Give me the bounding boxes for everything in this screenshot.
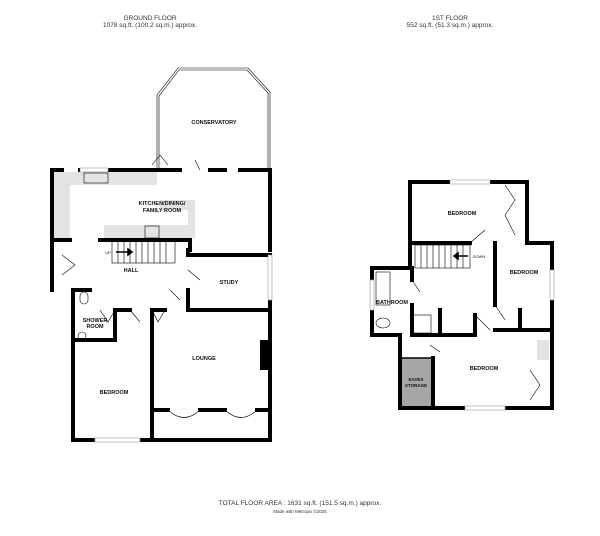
stair-arrow-icon: [116, 247, 134, 257]
stair-up-label: UP: [105, 250, 111, 255]
basin-icon: [77, 331, 87, 341]
first-floor-title: 1ST FLOOR: [431, 15, 468, 22]
first-floor-plan: BEDROOM BEDROOM BATHROOM BEDROOM EAVES S…: [369, 179, 555, 411]
ground-floor-header: GROUND FLOOR 1078 sq.ft. (100.2 sq.m.) a…: [70, 15, 230, 29]
stair-down-label: DOWN: [473, 254, 486, 259]
ground-floor-plan: CONSERVATORY KITCHEN/DINING/ FAMILY ROOM…: [50, 67, 273, 443]
room-label-conservatory: CONSERVATORY: [191, 120, 237, 126]
fireplace: [260, 340, 270, 370]
first-stairs: [414, 244, 471, 269]
room-label-study: STUDY: [220, 280, 239, 286]
sink-icon: [83, 172, 109, 184]
room-label-eaves-1: EAVES: [409, 377, 424, 382]
first-floor-header: 1ST FLOOR 552 sq.ft. (51.3 sq.m.) approx…: [370, 15, 530, 29]
conservatory-glazing: [156, 67, 271, 170]
wardrobe: [537, 340, 549, 360]
total-floor-area: TOTAL FLOOR AREA : 1631 sq.ft. (151.5 sq…: [218, 500, 382, 507]
ground-floor-area: 1078 sq.ft. (100.2 sq.m.) approx.: [103, 22, 197, 29]
room-label-bedroom: BEDROOM: [100, 390, 129, 396]
first-floor-area: 552 sq.ft. (51.3 sq.m.) approx.: [406, 22, 494, 29]
room-label-shower-2: ROOM: [86, 324, 104, 330]
door-swings: [61, 154, 201, 323]
bedroom-window: [94, 437, 141, 443]
kitchen-island: [104, 200, 195, 238]
room-label-bedroom-1: BEDROOM: [448, 211, 477, 217]
toilet-icon: [375, 317, 391, 329]
door-swings: [411, 184, 541, 401]
study-window: [267, 254, 273, 301]
room-label-hall: HALL: [124, 268, 139, 274]
bathroom-window: [369, 279, 375, 311]
wc-icon: [79, 291, 89, 305]
bedroom1-window: [449, 179, 491, 185]
room-label-bathroom: BATHROOM: [376, 300, 408, 306]
ground-stairs: [111, 240, 176, 264]
room-label-bedroom-2: BEDROOM: [510, 270, 539, 276]
kitchen-units: [54, 172, 157, 238]
bedroom3-window: [464, 405, 506, 411]
room-label-bedroom-3: BEDROOM: [470, 366, 499, 372]
bath-icon: [375, 271, 391, 306]
room-label-lounge: LOUNGE: [192, 356, 216, 362]
conservatory-glazing-inner: [158, 69, 269, 170]
room-label-kitchen-1: KITCHEN/DINING/: [139, 201, 186, 207]
shower-tray-icon: [412, 314, 432, 334]
room-label-shower-1: SHOWER: [83, 318, 108, 324]
kitchen-window: [79, 167, 109, 173]
lounge-bay-windows: [167, 409, 258, 418]
ground-floor-title: GROUND FLOOR: [123, 15, 177, 22]
credit: Made with Metropix ©2025: [273, 509, 327, 514]
stair-arrow-icon: [452, 251, 468, 261]
bedroom2-window: [549, 269, 555, 301]
room-label-kitchen-2: FAMILY ROOM: [143, 208, 182, 214]
room-label-eaves-2: STORAGE: [405, 383, 427, 388]
